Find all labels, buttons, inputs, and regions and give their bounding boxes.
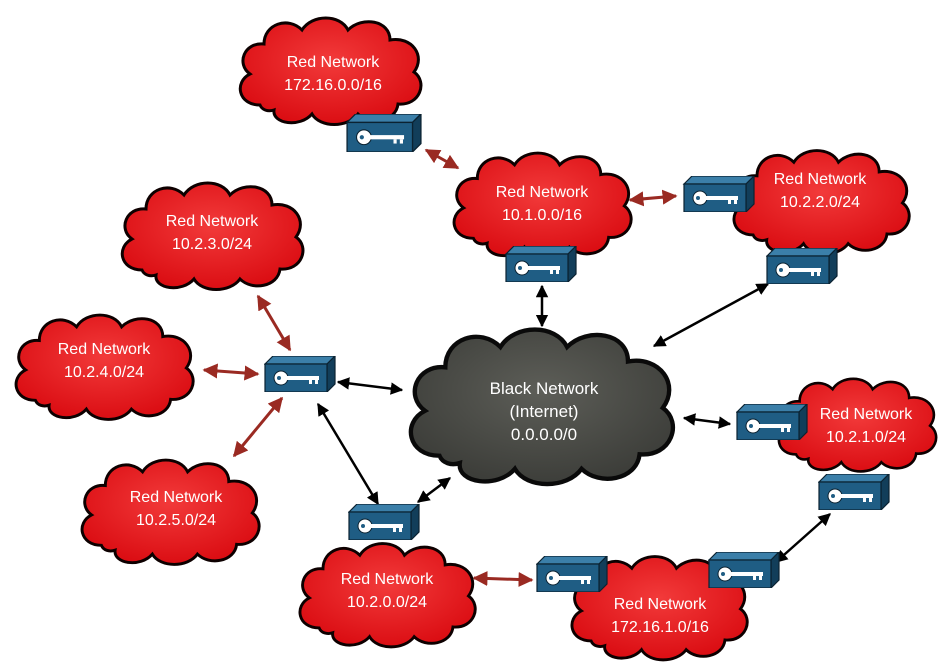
link-10-2-1-to-172-16-1 [775,513,831,563]
cloud-10-1-0: Red Network 10.1.0.0/16 [452,151,633,260]
cloud-172-16-0: Red Network 172.16.0.0/16 [238,16,423,126]
key-lock-encryptor-icon [766,248,838,284]
network-address-label: 10.2.3.0/24 [172,236,252,253]
network-name-label: Red Network [820,406,913,423]
link-172-16-0-to-10-1-0 [424,148,460,170]
links [202,148,831,588]
link-hub-to-10-2-0 [316,402,380,506]
link-black-to-10-2-2 [652,282,770,348]
key-lock-encryptor-icon [708,552,780,588]
cloud-10-2-1: Red Network 10.2.1.0/24 [777,377,938,473]
network-address-label: 10.2.1.0/24 [826,429,906,446]
key-lock-encryptor-icon [505,246,577,282]
network-name-label: Black Network [490,379,599,398]
cloud-10-2-3: Red Network 10.2.3.0/24 [120,181,305,292]
key-lock-encryptor-icon [736,404,808,440]
network-name-label: Red Network [287,54,380,71]
network-address-label: 10.2.0.0/24 [347,594,427,611]
network-name-label: Red Network [774,171,867,188]
key-lock-encryptor-icon [348,504,420,540]
cloud-10-2-4: Red Network 10.2.4.0/24 [14,313,195,421]
link-10-2-0-to-172-16-1 [472,570,534,588]
cloud-10-2-2: Red Network 10.2.2.0/24 [732,148,911,256]
network-name-label: Red Network [166,213,259,230]
link-10-2-3-to-hub [256,294,292,352]
network-address-label: 10.2.2.0/24 [780,194,860,211]
link-black-to-10-2-1 [682,413,732,429]
key-lock-encryptor-icon [683,176,755,212]
network-address-label: 10.1.0.0/16 [502,207,582,224]
cloud-172-16-1: Red Network 172.16.1.0/16 [570,555,749,662]
network-address-label: 0.0.0.0/0 [511,425,577,444]
network-sub-label: (Internet) [510,402,579,421]
link-10-1-0-to-10-2-2 [628,189,678,207]
cloud-10-2-0: Red Network 10.2.0.0/24 [298,541,477,649]
key-lock-encryptor-icon [818,474,890,510]
key-lock-encryptor-icon [346,114,422,152]
cloud-10-2-5: Red Network 10.2.5.0/24 [80,458,261,566]
key-lock-encryptor-icon [264,356,336,392]
network-name-label: Red Network [341,571,434,588]
network-address-label: 172.16.0.0/16 [284,77,382,94]
network-name-label: Red Network [130,489,223,506]
network-name-label: Red Network [496,184,589,201]
cloud-black: Black Network (Internet) 0.0.0.0/0 [411,330,673,484]
network-address-label: 172.16.1.0/16 [611,619,709,636]
link-10-2-4-to-hub [202,363,260,381]
network-address-label: 10.2.5.0/24 [136,512,216,529]
link-black-to-10-2-0 [417,477,451,503]
network-name-label: Red Network [58,341,151,358]
network-address-label: 10.2.4.0/24 [64,364,144,381]
key-lock-encryptor-icon [536,556,608,592]
link-10-2-5-to-hub [232,396,284,458]
network-name-label: Red Network [614,596,707,613]
link-black-to-hub [336,377,404,395]
